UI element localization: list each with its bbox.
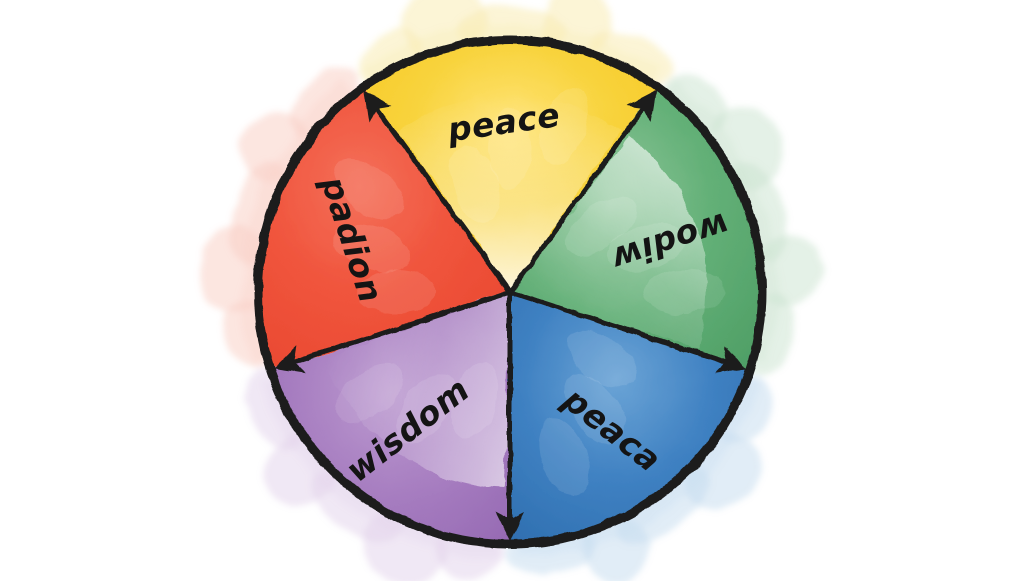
arrow-top-right — [507, 90, 657, 295]
arrow-right — [507, 289, 747, 374]
wheel-outline — [253, 35, 767, 549]
wheel-dividers — [273, 90, 747, 541]
wheel-segments-layer — [259, 40, 762, 543]
segment-passion-red — [259, 88, 510, 489]
arrow-top-left — [363, 90, 513, 295]
segment-peace-yellow — [362, 40, 658, 292]
ink-layer — [253, 35, 767, 549]
arrow-left — [273, 289, 513, 374]
